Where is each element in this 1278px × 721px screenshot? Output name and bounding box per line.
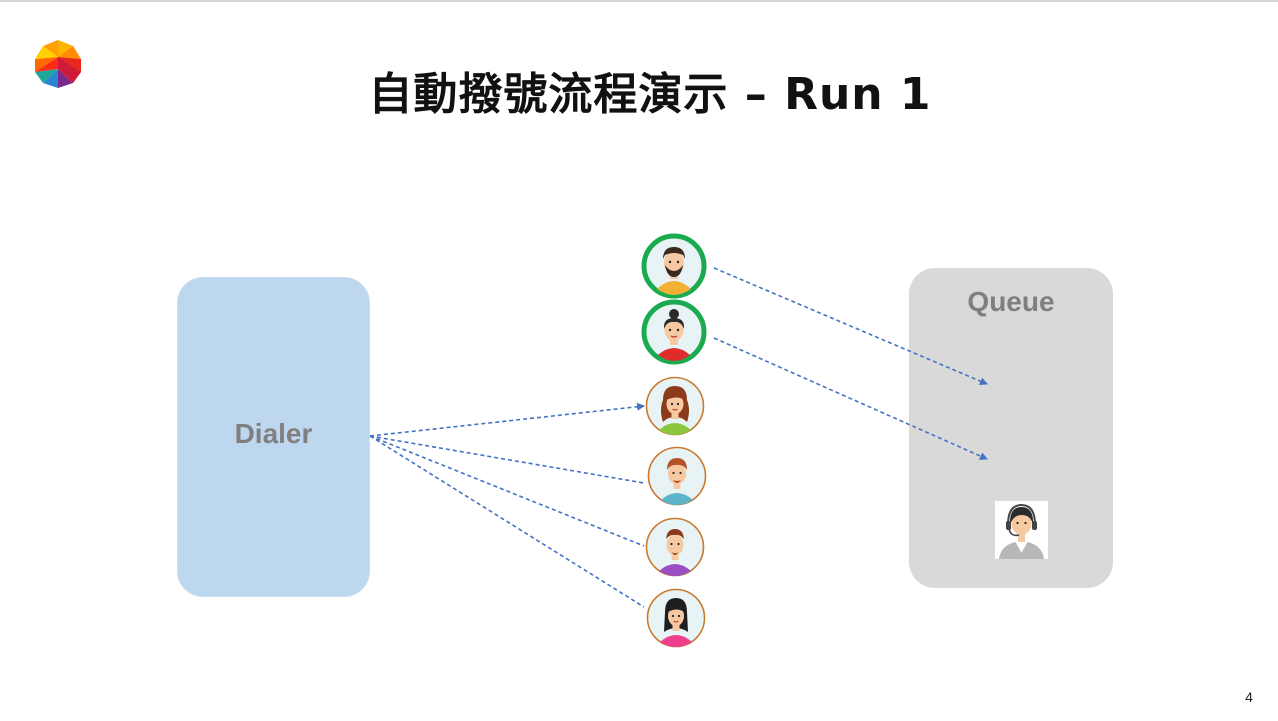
arrow-contact-1-to-queue — [713, 267, 988, 385]
arrow-dialer-to-contact-3 — [369, 402, 645, 437]
arrow-dialer-to-contact-5 — [369, 435, 645, 547]
top-divider — [0, 0, 1278, 2]
woman-curly-hair-avatar-icon — [645, 376, 705, 436]
slide-title: 自動撥號流程演示 – Run 1 — [368, 69, 932, 120]
page-number: 4 — [1245, 689, 1253, 705]
dialer-label: Dialer — [234, 418, 313, 449]
call-center-agent-headset-icon — [995, 501, 1048, 559]
arrow-dialer-to-contact-4 — [369, 435, 645, 484]
man-purple-shirt-avatar-icon — [645, 517, 705, 577]
dialer-box: Dialer — [177, 277, 370, 597]
queue-label: Queue — [967, 286, 1055, 317]
arrow-contact-2-to-queue — [713, 337, 988, 460]
woman-black-hair-avatar-icon — [646, 588, 706, 648]
man-goatee-avatar-icon — [647, 446, 707, 506]
woman-bun-avatar-icon — [641, 299, 707, 365]
arrow-dialer-to-contact-6 — [369, 435, 645, 608]
man-beard-avatar-icon — [641, 233, 707, 299]
colorful-polygon-logo-icon — [35, 40, 81, 88]
